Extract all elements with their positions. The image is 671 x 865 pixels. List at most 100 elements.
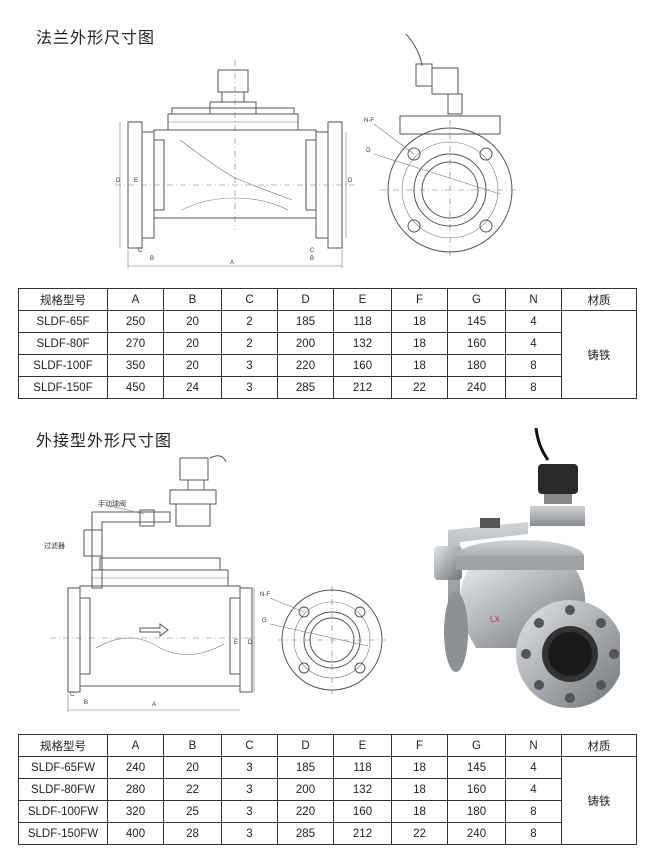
cell-c: 2 (221, 332, 278, 355)
cell-a: 270 (107, 332, 164, 355)
cell-b: 25 (163, 800, 222, 823)
g-label: G (366, 148, 371, 154)
header-g: G (447, 288, 506, 311)
header-a: A (107, 734, 164, 757)
dim-c-label: C (138, 248, 143, 254)
cell-g: 145 (447, 310, 506, 333)
cell-b: 20 (163, 310, 222, 333)
cell-f: 18 (391, 756, 448, 779)
valve-product-photo: LX (434, 427, 620, 708)
cell-b: 20 (163, 332, 222, 355)
cell-n: 8 (505, 822, 562, 845)
cell-b: 20 (163, 354, 222, 377)
cell-f: 22 (391, 376, 448, 399)
cell-f: 18 (391, 800, 448, 823)
header-e: E (333, 734, 392, 757)
header-n: N (505, 734, 562, 757)
cell-f: 18 (391, 310, 448, 333)
header-g: G (447, 734, 506, 757)
table-row: SLDF-150F 450 24 3 285 212 22 240 8 (18, 376, 637, 399)
cell-c: 3 (221, 354, 278, 377)
table-header-row: 规格型号 A B C D E F G N 材质 (18, 288, 637, 311)
header-a: A (107, 288, 164, 311)
cell-c: 3 (221, 800, 278, 823)
header-f: F (391, 288, 448, 311)
cell-b: 28 (163, 822, 222, 845)
cell-a: 240 (107, 756, 164, 779)
cell-e: 132 (333, 332, 392, 355)
nf-label: N-F (260, 592, 270, 598)
header-model: 规格型号 (18, 288, 108, 311)
cell-g: 160 (447, 778, 506, 801)
cell-model: SLDF-100FW (18, 800, 108, 823)
cell-f: 18 (391, 332, 448, 355)
external-valve-side-view-drawing: N-F G (260, 586, 386, 694)
cell-d: 185 (277, 756, 334, 779)
cell-model: SLDF-65F (18, 310, 108, 333)
cell-d: 285 (277, 822, 334, 845)
cell-material: 铸铁 (561, 310, 637, 399)
cell-g: 145 (447, 756, 506, 779)
cell-a: 280 (107, 778, 164, 801)
cell-f: 18 (391, 354, 448, 377)
flange-valve-side-view-drawing: N-F G (364, 33, 520, 258)
cell-n: 4 (505, 310, 562, 333)
header-n: N (505, 288, 562, 311)
header-e: E (333, 288, 392, 311)
dim-e-label: E (134, 178, 138, 184)
header-material: 材质 (561, 288, 637, 311)
cell-a: 350 (107, 354, 164, 377)
cell-c: 3 (221, 822, 278, 845)
dim-b-label: B (150, 256, 154, 262)
cell-model: SLDF-65FW (18, 756, 108, 779)
cell-a: 250 (107, 310, 164, 333)
cell-a: 450 (107, 376, 164, 399)
cell-model: SLDF-150F (18, 376, 108, 399)
section1-title: 法兰外形尺寸图 (36, 28, 156, 47)
cell-b: 24 (163, 376, 222, 399)
external-valve-front-view-drawing: 手动球阀 过滤器 E D C B A (44, 455, 255, 712)
g-label: G (262, 618, 267, 624)
cell-d: 185 (277, 310, 334, 333)
cell-d: 220 (277, 800, 334, 823)
cell-g: 180 (447, 354, 506, 377)
filter-label: 过滤器 (44, 541, 65, 550)
spec-table-1: 规格型号 A B C D E F G N 材质 SLDF-65F 250 20 … (18, 288, 637, 399)
dim-c-label: C (70, 692, 75, 698)
dim-a-label: A (230, 260, 234, 266)
dim-c-right-label: C (310, 248, 315, 254)
cell-a: 320 (107, 800, 164, 823)
cell-model: SLDF-100F (18, 354, 108, 377)
casting-mark: LX (490, 615, 500, 624)
cell-c: 3 (221, 376, 278, 399)
cell-a: 400 (107, 822, 164, 845)
cell-b: 22 (163, 778, 222, 801)
dim-d-label: D (116, 178, 121, 184)
cell-e: 118 (333, 310, 392, 333)
cell-c: 3 (221, 778, 278, 801)
cell-b: 20 (163, 756, 222, 779)
cell-c: 3 (221, 756, 278, 779)
cell-n: 8 (505, 800, 562, 823)
cell-g: 160 (447, 332, 506, 355)
cell-model: SLDF-150FW (18, 822, 108, 845)
cell-f: 22 (391, 822, 448, 845)
dim-b-right-label: B (310, 256, 314, 262)
header-material: 材质 (561, 734, 637, 757)
cell-e: 212 (333, 822, 392, 845)
dim-a-label: A (152, 702, 156, 708)
cell-e: 160 (333, 354, 392, 377)
table-row: SLDF-65FW 240 20 3 185 118 18 145 4 铸铁 (18, 756, 637, 845)
cell-e: 160 (333, 800, 392, 823)
header-d: D (277, 734, 334, 757)
cell-e: 212 (333, 376, 392, 399)
cell-n: 8 (505, 376, 562, 399)
cell-model: SLDF-80F (18, 332, 108, 355)
table-header-row: 规格型号 A B C D E F G N 材质 (18, 734, 637, 757)
cell-n: 8 (505, 354, 562, 377)
section2-title: 外接型外形尺寸图 (36, 431, 173, 450)
table-row: SLDF-100F 350 20 3 220 160 18 180 8 (18, 354, 637, 377)
cell-d: 200 (277, 332, 334, 355)
nf-label: N-F (364, 118, 374, 124)
cell-material: 铸铁 (561, 756, 637, 845)
